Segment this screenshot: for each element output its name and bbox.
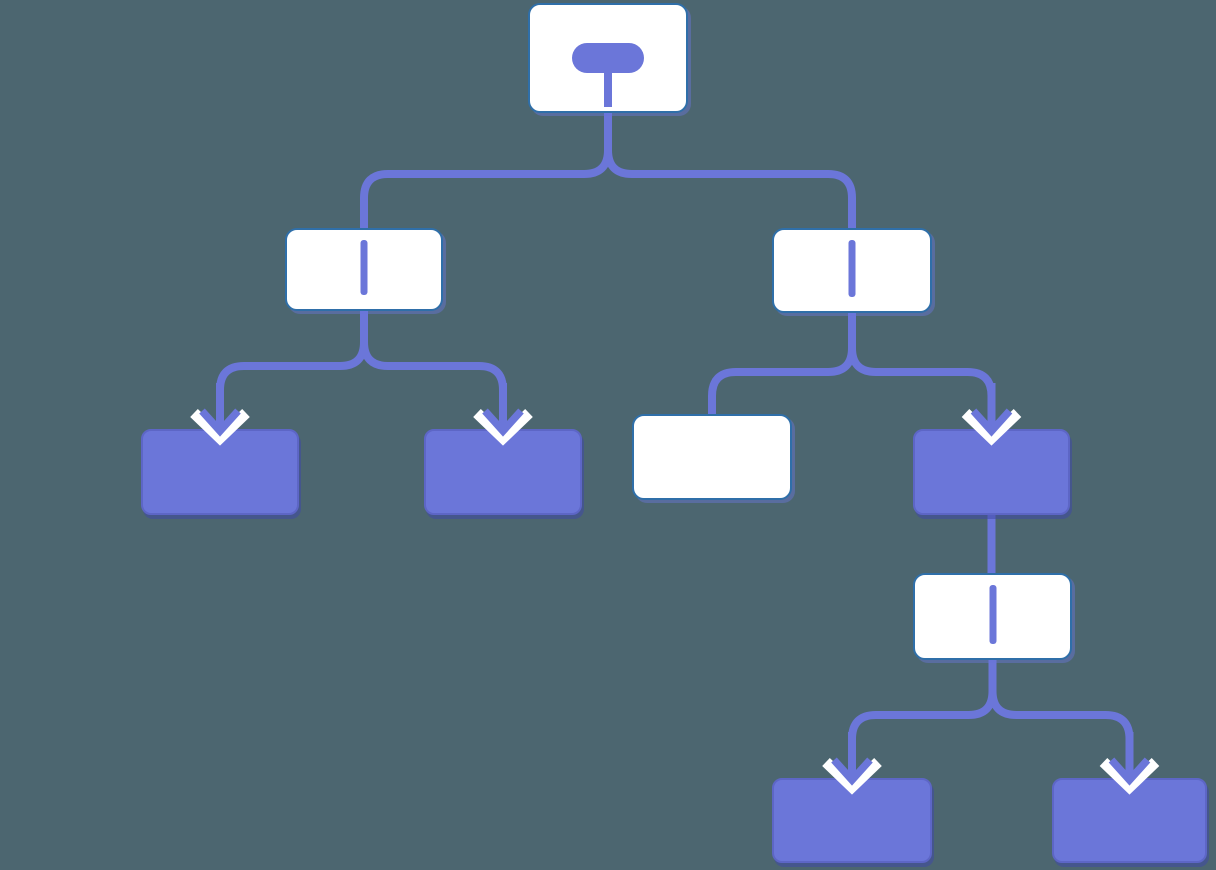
tree-node-leaf-5[interactable] [1052,778,1207,863]
tree-node-leaf-4[interactable] [772,778,932,863]
tree-node-leaf-1[interactable] [141,429,299,515]
tree-node-branch-lower[interactable] [913,573,1072,660]
tree-node-branch-mid[interactable] [913,429,1070,515]
pass-through-line-icon [848,240,856,297]
tree-node-branch-right[interactable] [772,228,932,313]
tree-node-leaf-3[interactable] [632,414,792,500]
tree-node-root[interactable] [528,3,688,113]
root-pill-stem-icon [604,71,612,107]
tree-node-leaf-2[interactable] [424,429,582,515]
pass-through-line-icon [989,585,996,644]
pass-through-line-icon [360,240,368,295]
tree-node-branch-left[interactable] [285,228,443,311]
root-pill-icon [572,43,644,73]
